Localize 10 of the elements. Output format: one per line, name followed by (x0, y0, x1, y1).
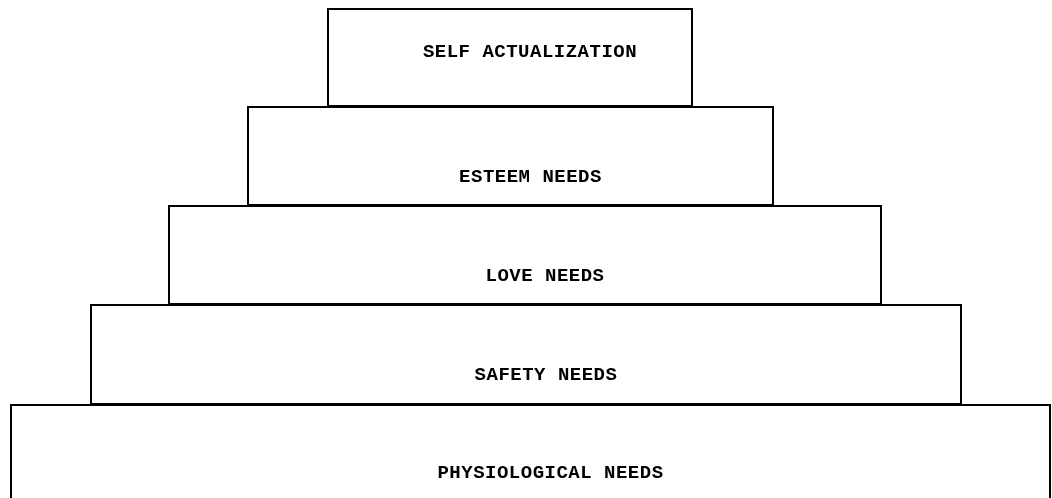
pyramid-tier-box (90, 304, 962, 405)
tier-label: LOVE NEEDS (485, 264, 605, 289)
pyramid-tier-box (10, 404, 1051, 498)
tier-label: SAFETY NEEDS (474, 363, 618, 388)
tier-label: SELF ACTUALIZATION (422, 40, 638, 65)
pyramid-tier-box (327, 8, 693, 107)
pyramid-tier-box (247, 106, 774, 206)
tier-label: ESTEEM NEEDS (459, 165, 602, 190)
pyramid-tier-box (168, 205, 882, 305)
tier-label: PHYSIOLOGICAL NEEDS (437, 461, 664, 486)
